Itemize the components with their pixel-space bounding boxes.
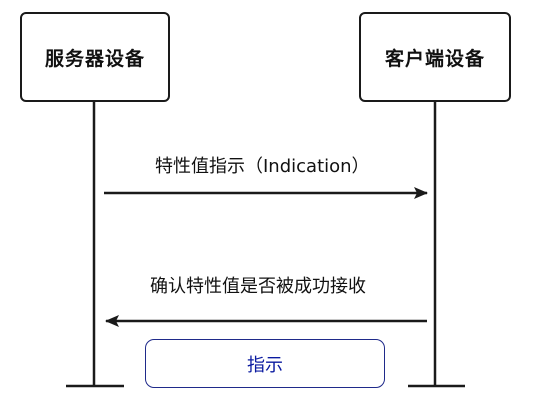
server-device-label: 服务器设备 [44,47,145,70]
indicate-button[interactable]: 指示 [145,339,385,388]
client-device-box: 客户端设备 [359,12,511,102]
confirmation-message-label: 确认特性值是否被成功接收 [150,276,366,297]
client-device-label: 客户端设备 [384,47,485,70]
server-device-box: 服务器设备 [20,12,170,102]
indicate-button-label: 指示 [247,354,283,376]
indication-message-label: 特性值指示（Indication） [155,156,370,177]
